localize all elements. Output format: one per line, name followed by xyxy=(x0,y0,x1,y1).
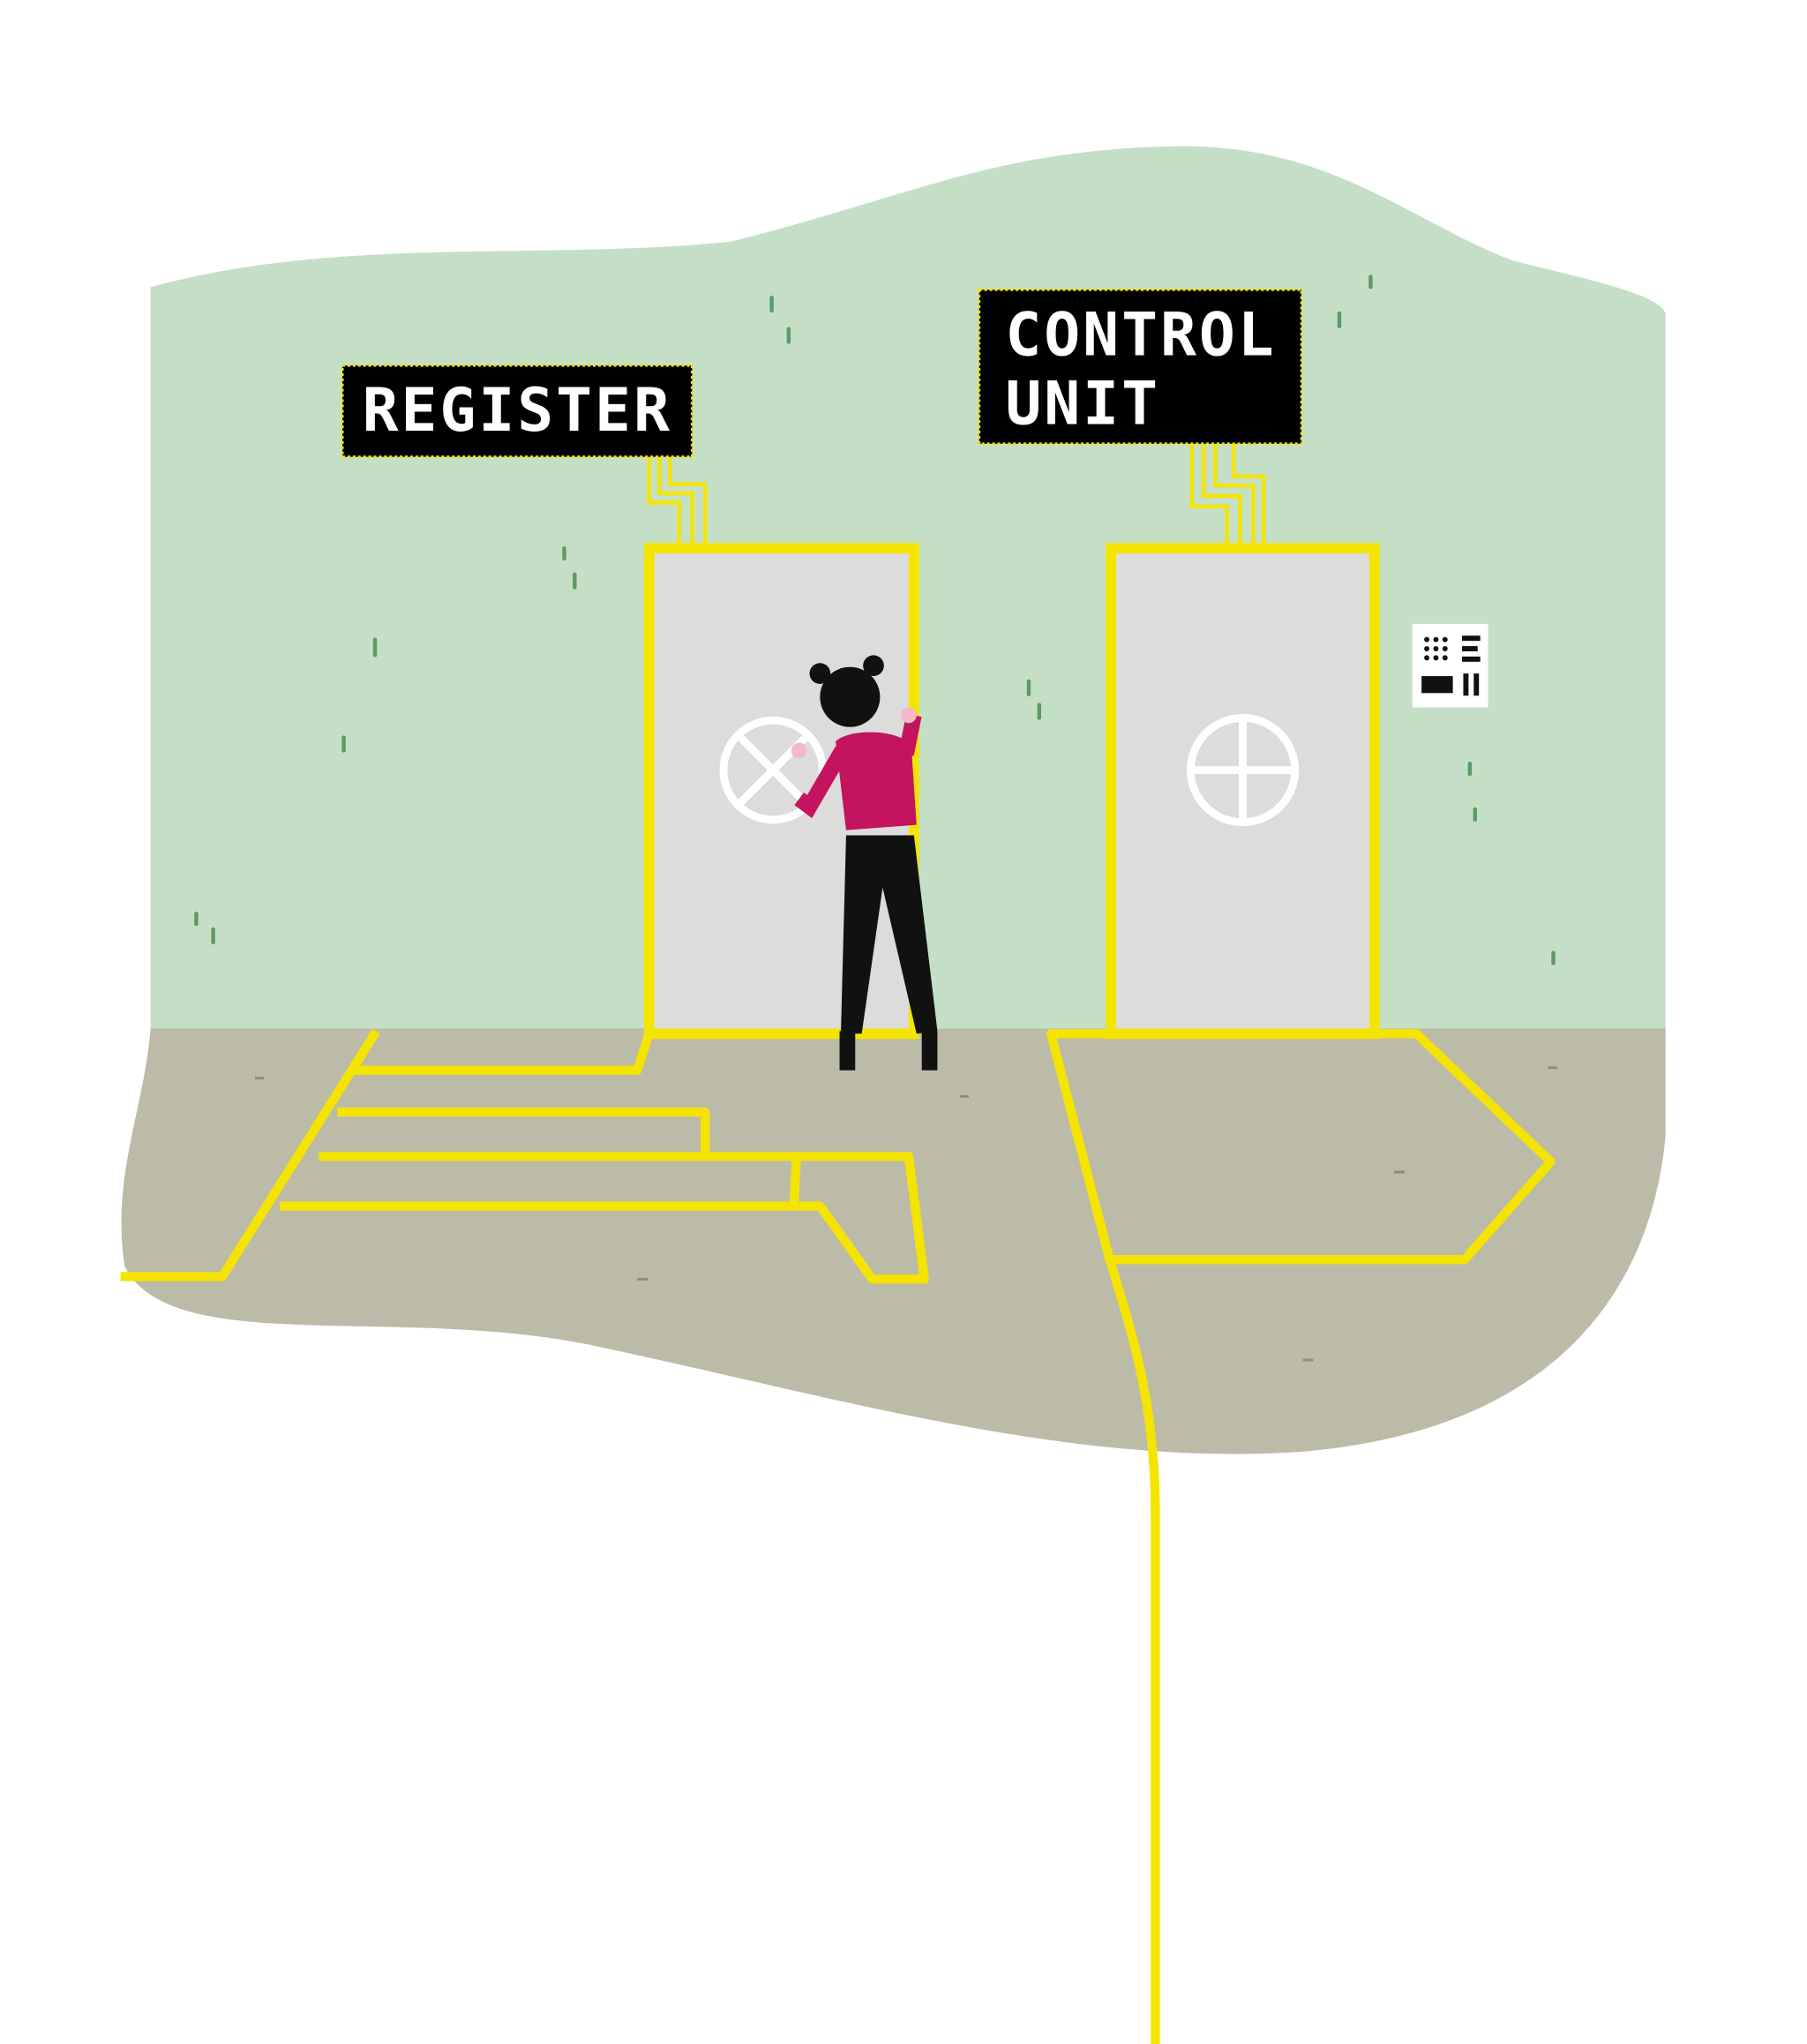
door-window-icon xyxy=(1186,713,1300,827)
floor-lines xyxy=(120,1028,1556,2044)
keypad-panel xyxy=(1412,623,1488,708)
control-unit-sign-line2: UNIT xyxy=(1005,370,1160,440)
register-sign-label: REGISTER xyxy=(363,376,672,446)
wall-specks xyxy=(194,274,1556,966)
register-wires xyxy=(647,456,708,549)
floor xyxy=(121,1028,1666,1454)
control-unit-sign-line1: CONTROL xyxy=(1005,300,1276,370)
control-unit-wires xyxy=(1189,443,1266,549)
control-unit-sign: CONTROL UNIT xyxy=(978,288,1303,446)
control-unit-door xyxy=(1106,543,1380,1040)
register-sign: REGISTER xyxy=(341,364,694,459)
person-figure xyxy=(791,655,938,1071)
floor-specks xyxy=(254,1066,1557,1362)
